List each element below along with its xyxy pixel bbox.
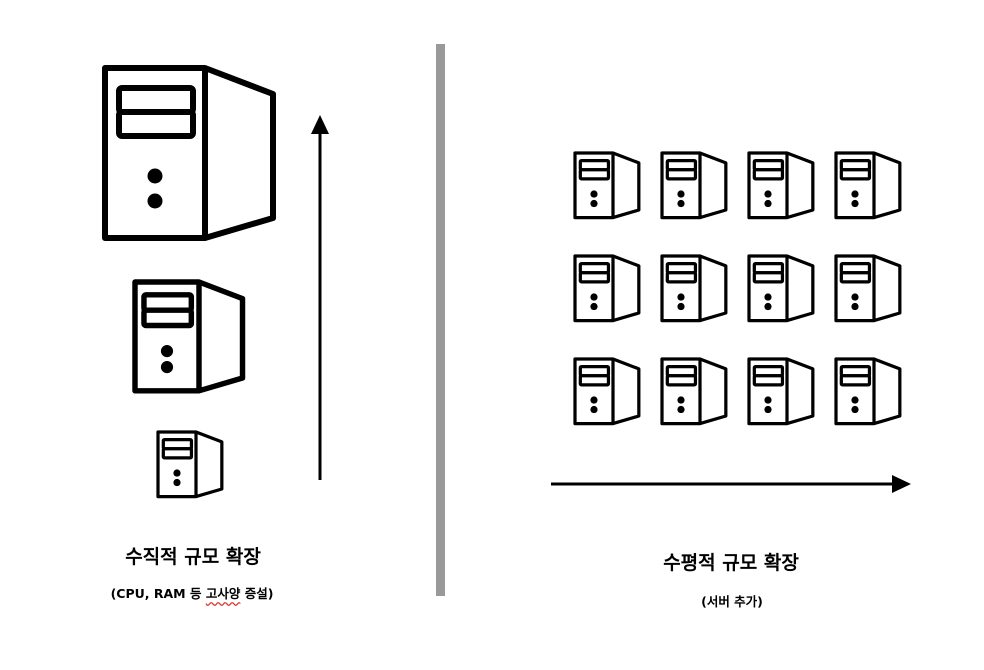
server-grid-icon-2-1: [660, 357, 728, 426]
vertical-arrow-head-icon: [311, 115, 329, 134]
server-grid-icon-1-2: [747, 254, 815, 323]
server-grid-icon-2-0: [573, 357, 641, 426]
server-small-icon: [156, 430, 224, 499]
vertical-subtitle-pre: (CPU, RAM 등: [110, 586, 206, 601]
server-grid-icon-2-2: [747, 357, 815, 426]
server-grid-icon-0-2: [747, 151, 815, 220]
vertical-subtitle-underlined: 고사양: [205, 586, 241, 601]
server-large-icon: [105, 68, 273, 238]
server-grid-icon-1-3: [834, 254, 902, 323]
server-grid: [573, 151, 902, 426]
server-grid-icon-1-0: [573, 254, 641, 323]
vertical-scaling-subtitle: (CPU, RAM 등 고사양 증설): [111, 583, 274, 602]
server-grid-icon-2-3: [834, 357, 902, 426]
vertical-subtitle-post: 증설): [240, 586, 274, 601]
vertical-scaling-title: 수직적 규모 확장: [125, 546, 261, 568]
server-medium-icon: [135, 282, 243, 391]
server-grid-icon-0-3: [834, 151, 902, 220]
horizontal-arrow-head-icon: [892, 475, 911, 493]
server-grid-icon-1-1: [660, 254, 728, 323]
horizontal-scaling-subtitle: (서버 추가): [701, 594, 763, 609]
horizontal-scaling-title: 수평적 규모 확장: [663, 552, 799, 574]
server-grid-icon-0-1: [660, 151, 728, 220]
server-grid-icon-0-0: [573, 151, 641, 220]
divider-line: [436, 44, 445, 596]
